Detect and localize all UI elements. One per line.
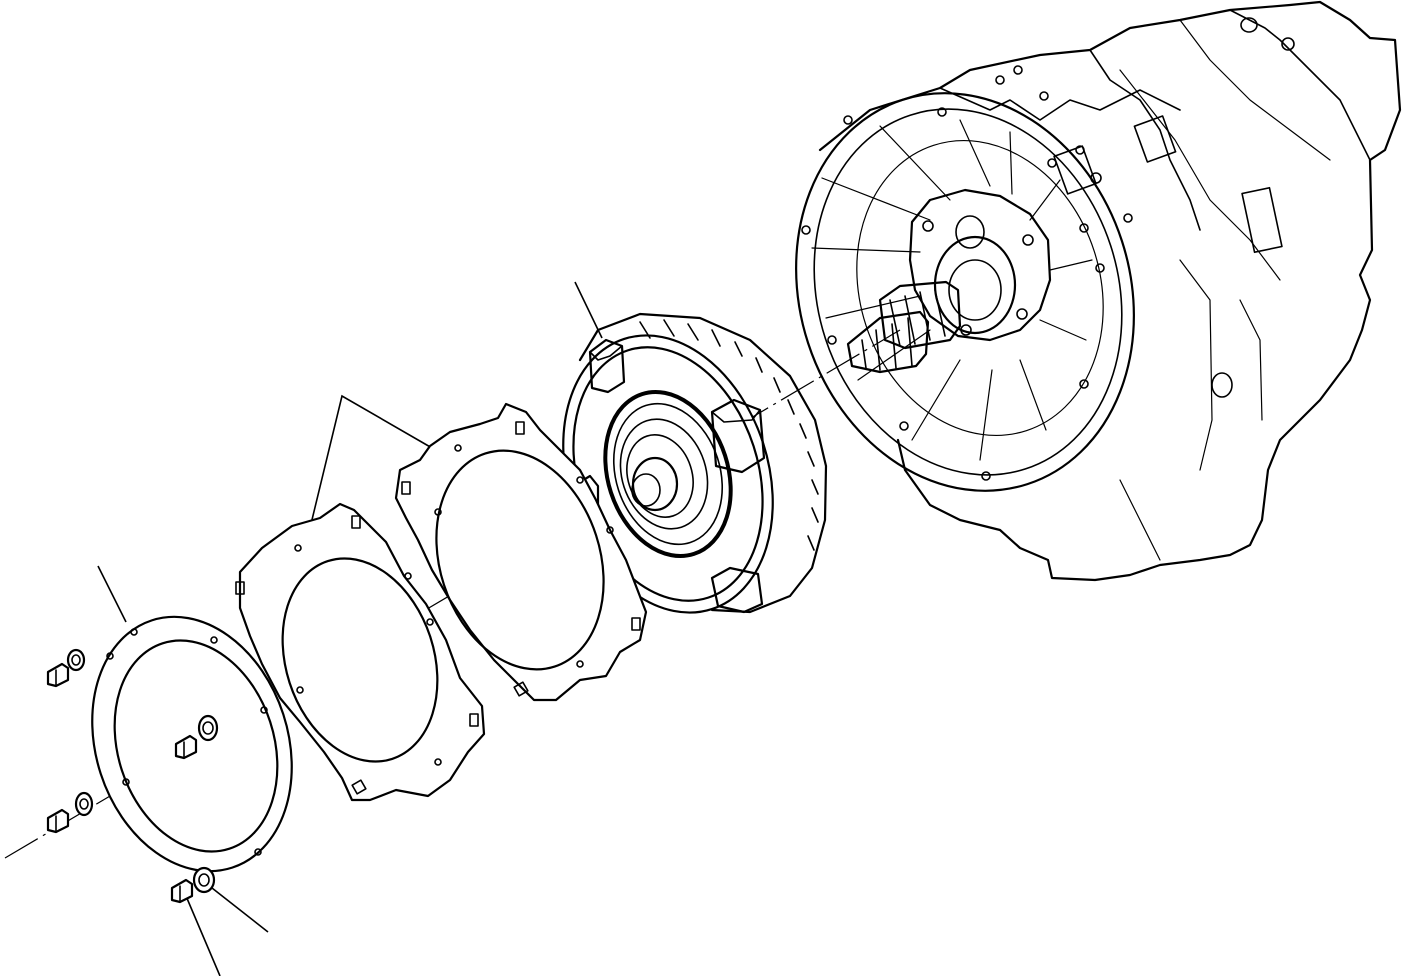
drive-plate-spacer	[235, 502, 486, 802]
bolt-upper-left	[46, 648, 86, 688]
bell-housing-bolt-holes	[801, 107, 1105, 481]
input-shaft	[846, 280, 962, 374]
leader-torque-converter	[574, 281, 603, 339]
bolts-and-washers	[46, 648, 219, 904]
converter-vanes	[639, 319, 819, 551]
transmission-housing	[795, 0, 1402, 582]
bolt-bottom	[170, 866, 216, 904]
leader-drive-plates	[309, 394, 433, 529]
leader-bolt	[185, 895, 221, 976]
bell-housing-ribs	[811, 119, 1093, 461]
bolt-lower-left	[46, 791, 94, 834]
leader-washer	[211, 887, 269, 933]
leader-lines	[97, 281, 603, 976]
leader-cover-plate	[97, 565, 127, 623]
drive-plate	[394, 402, 648, 702]
bolt-center	[174, 714, 219, 760]
